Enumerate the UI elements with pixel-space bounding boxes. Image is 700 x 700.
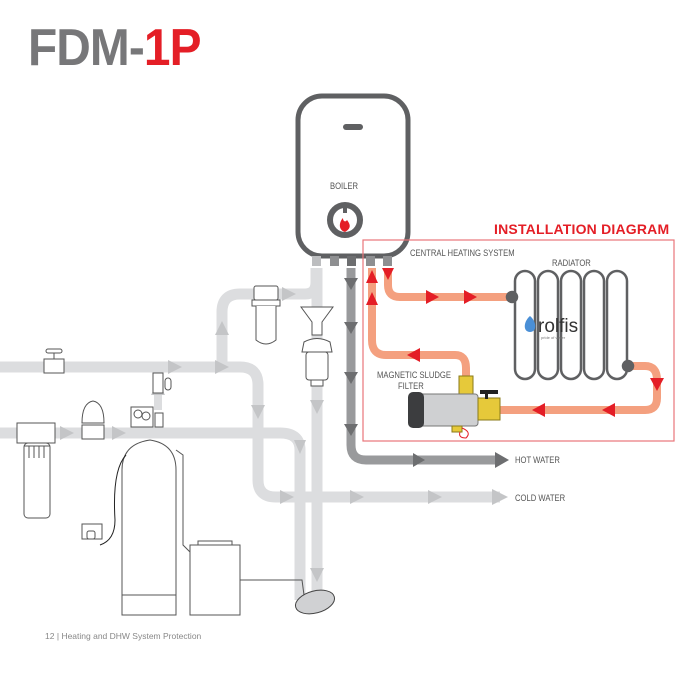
flame-icon	[339, 218, 350, 232]
radiator-label: RADIATOR	[552, 258, 591, 268]
cold-water-outlet-arrow	[492, 489, 508, 505]
page-title: FDM-1P	[28, 22, 201, 74]
boiler-label: BOILER	[330, 181, 359, 191]
bypass-valve	[152, 372, 172, 394]
check-valve-dome	[81, 400, 105, 440]
title-model-suffix: 1P	[143, 19, 202, 77]
cold-water-label: COLD WATER	[515, 493, 566, 503]
radiator	[505, 269, 635, 381]
title-model-prefix: FDM-	[28, 19, 145, 77]
tundish-funnel	[300, 306, 334, 387]
footer-separator: |	[56, 631, 60, 641]
hot-water-pipe	[344, 268, 509, 468]
isolation-valve	[43, 348, 65, 374]
top-filter	[251, 285, 281, 345]
boiler-connectors	[312, 256, 392, 266]
filter-label-line1: MAGNETIC SLUDGE	[377, 370, 451, 380]
drain	[294, 589, 336, 615]
page-footer: 12 | Heating and DHW System Protection	[45, 631, 201, 641]
boiler	[295, 93, 411, 266]
brand-logo: rolfis pride of water	[524, 316, 578, 340]
sediment-filter	[16, 422, 56, 519]
central-heating-label: CENTRAL HEATING SYSTEM	[410, 248, 515, 258]
cold-water-pipes	[0, 268, 500, 600]
heating-flow-arrows	[366, 268, 664, 417]
magnetic-sludge-filter	[408, 375, 501, 439]
brand-tagline: pride of water	[541, 335, 566, 340]
installation-diagram-title: INSTALLATION DIAGRAM	[494, 221, 670, 237]
hot-water-label: HOT WATER	[515, 455, 560, 465]
water-drop-icon	[524, 316, 536, 332]
installation-box	[362, 239, 675, 442]
page-number: 12	[45, 631, 55, 641]
footer-text: Heating and DHW System Protection	[61, 631, 202, 641]
water-softener	[81, 406, 307, 616]
brand-logo-text: rolfis	[538, 316, 578, 337]
filter-label-line2: FILTER	[398, 381, 424, 391]
